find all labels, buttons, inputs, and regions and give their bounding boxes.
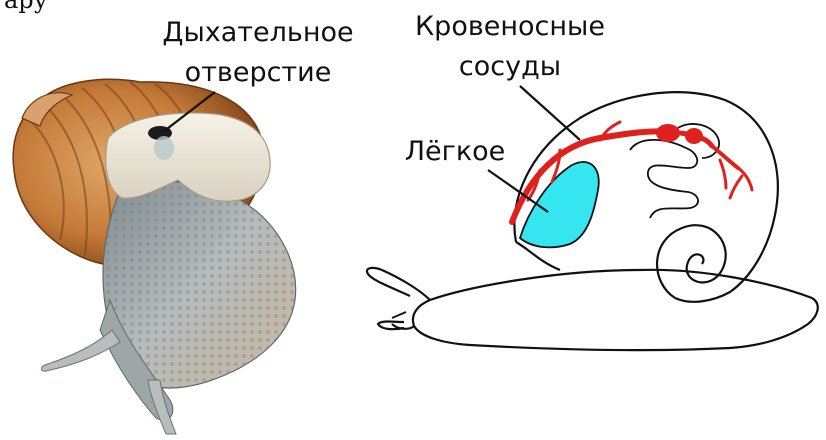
diagram-head — [392, 300, 430, 329]
vessels-pointer — [520, 86, 580, 140]
diagram-coiled-gland — [630, 140, 698, 218]
diagram-shell-spiral — [657, 225, 726, 298]
label-breathing-hole-line1: Дыхательное — [162, 17, 353, 48]
diagram-lung — [520, 162, 599, 247]
label-vessels-line2: сосуды — [459, 51, 561, 82]
label-lung: Лёгкое — [405, 136, 506, 167]
diagram-heart — [656, 124, 680, 142]
diagram-lower-tentacle — [378, 322, 404, 330]
label-vessels-line1: Кровеносные — [415, 11, 605, 42]
snail-diagram — [367, 92, 818, 350]
diagram-foot — [414, 270, 818, 350]
left-tentacle — [41, 330, 120, 371]
cropped-top-text: ару — [4, 0, 48, 14]
mantle-collar — [106, 113, 271, 201]
diagram-upper-tentacle — [367, 268, 430, 300]
snail-photo — [13, 79, 296, 434]
label-breathing-hole-line2: отверстие — [185, 57, 332, 88]
